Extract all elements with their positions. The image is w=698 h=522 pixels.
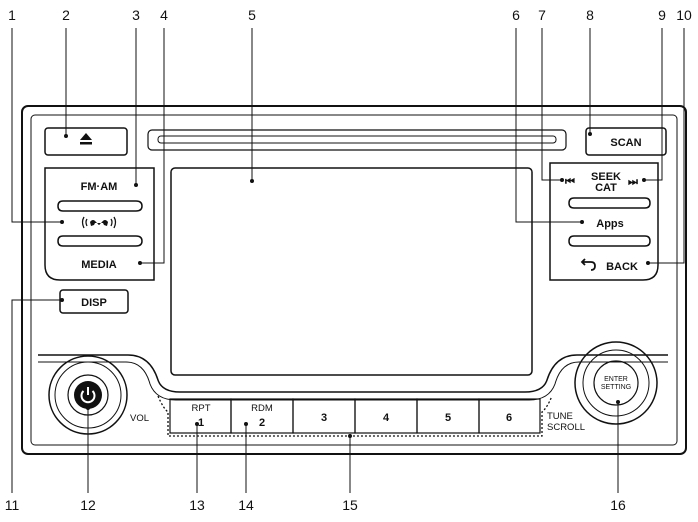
disp-button[interactable]: DISP [59,289,129,314]
scan-label: SCAN [610,137,641,149]
callout-9: 9 [658,7,666,23]
preset-3-label: 3 [321,412,327,424]
seek-label: SEEK [591,171,621,183]
callout-lines [11,28,685,493]
preset-2-label: 2 [259,417,265,429]
disp-label: DISP [81,297,107,309]
preset-1-label: 1 [198,417,204,429]
cat-label: CAT [595,182,617,194]
callout-12: 12 [80,497,96,513]
skip-forward-icon: ⏭ [628,176,638,188]
callout-line-7 [541,28,562,181]
preset-6-label: 6 [506,412,512,424]
callout-line-1 [11,28,62,223]
power-icon [80,387,96,404]
callout-line-11 [11,299,62,493]
apps-label: Apps [596,218,624,230]
callout-numbers: 1 2 3 4 5 6 7 8 9 10 11 12 13 14 15 16 [5,7,692,513]
setting-label: SETTING [601,384,631,391]
inner-bezel [30,114,678,446]
scroll-label: SCROLL [547,422,585,433]
fm-am-label: FM·AM [81,181,118,193]
preset-button-1[interactable]: RPT 1 [169,398,232,434]
display-screen [170,167,533,376]
callout-4: 4 [160,7,168,23]
preset-5-label: 5 [445,412,451,424]
callout-6: 6 [512,7,520,23]
fm-am-button[interactable] [57,200,143,212]
seek-cat-button[interactable] [568,197,651,209]
callout-line-6 [515,28,582,223]
preset-button-6[interactable]: 6 [478,398,541,434]
right-button-panel [549,162,659,281]
left-button-panel [44,167,155,281]
callout-7: 7 [538,7,546,23]
preset-4-label: 4 [383,412,390,424]
callout-11: 11 [5,497,20,513]
lower-frame-inner [38,361,668,401]
cd-slot [147,129,567,151]
callout-14: 14 [238,497,254,513]
eject-icon [80,133,92,140]
callout-line-9 [644,28,663,181]
tune-label: TUNE [547,411,573,422]
media-label: MEDIA [81,259,117,271]
preset-strip [157,395,553,437]
callout-2: 2 [62,7,70,23]
callout-5: 5 [248,7,256,23]
cd-slot-inner [157,135,557,144]
eject-button[interactable] [44,127,128,156]
phone-button[interactable] [57,235,143,247]
callout-dots [60,132,650,438]
back-arrow-icon [580,258,596,271]
callout-10: 10 [676,7,692,23]
callout-line-10 [648,28,685,264]
tune-scroll-knob[interactable]: ENTER SETTING [574,341,658,425]
callout-15: 15 [342,497,358,513]
vol-label: VOL [130,413,149,424]
rdm-label: RDM [251,403,273,414]
callout-8: 8 [586,7,594,23]
callout-3: 3 [132,7,140,23]
preset-button-3[interactable]: 3 [292,398,356,434]
callout-1: 1 [8,7,16,23]
callout-line-4 [140,28,165,264]
apps-button[interactable] [568,235,651,247]
preset-button-5[interactable]: 5 [416,398,480,434]
phone-icon [81,216,117,229]
preset-button-4[interactable]: 4 [354,398,418,434]
outer-bezel [21,105,687,455]
callout-13: 13 [189,497,205,513]
enter-label: ENTER [604,376,628,383]
callout-16: 16 [610,497,626,513]
rpt-label: RPT [192,403,211,414]
skip-back-icon: ⏮ [565,176,575,188]
eject-icon-bar [80,142,92,145]
scan-button[interactable]: SCAN [585,127,667,156]
back-label: BACK [606,261,638,273]
preset-button-2[interactable]: RDM 2 [230,398,294,434]
lower-frame [38,354,668,393]
